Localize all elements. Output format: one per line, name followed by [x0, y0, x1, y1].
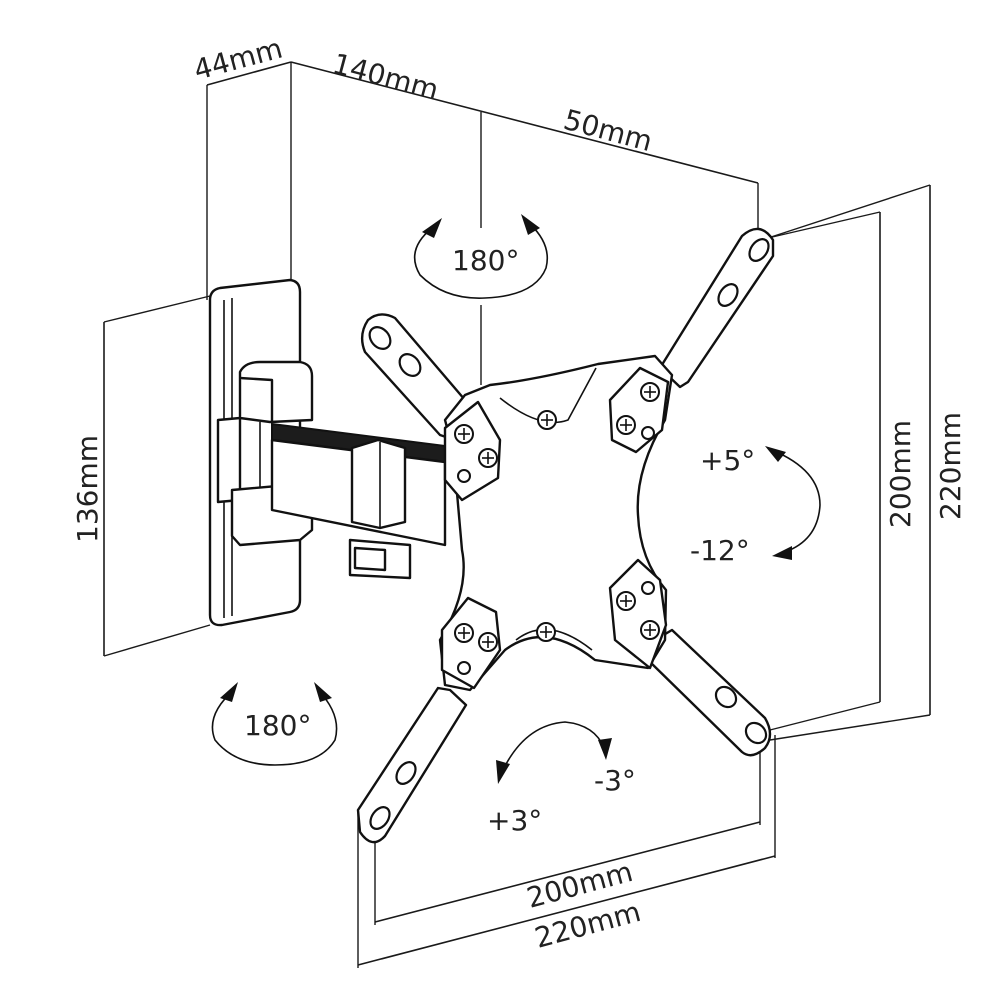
label-level-minus: -3°	[594, 764, 636, 797]
rotation-arrow-top	[413, 214, 549, 299]
label-140mm: 140mm	[329, 47, 442, 107]
label-tilt-down: -12°	[690, 534, 750, 567]
label-swivel-bottom: 180°	[244, 709, 311, 742]
label-vesa-vertical-220mm: 220mm	[934, 412, 967, 520]
label-44mm: 44mm	[190, 32, 286, 87]
label-vesa-vertical-200mm: 200mm	[884, 420, 917, 528]
level-arrow	[496, 721, 612, 784]
rotation-labels: 180° 180° +5° -12° +3° -3°	[244, 244, 755, 837]
swivel-arm	[216, 360, 447, 580]
label-tilt-up: +5°	[700, 444, 755, 477]
mounting-screws	[454, 382, 660, 675]
rotation-arrow-bottom	[211, 682, 338, 766]
label-level-plus: +3°	[487, 804, 542, 837]
vesa-bracket	[356, 227, 775, 844]
label-136mm: 136mm	[71, 435, 104, 543]
dimension-lines	[103, 61, 931, 968]
label-swivel-top: 180°	[452, 244, 519, 277]
label-50mm: 50mm	[560, 103, 656, 158]
tilt-arrow	[765, 446, 821, 560]
